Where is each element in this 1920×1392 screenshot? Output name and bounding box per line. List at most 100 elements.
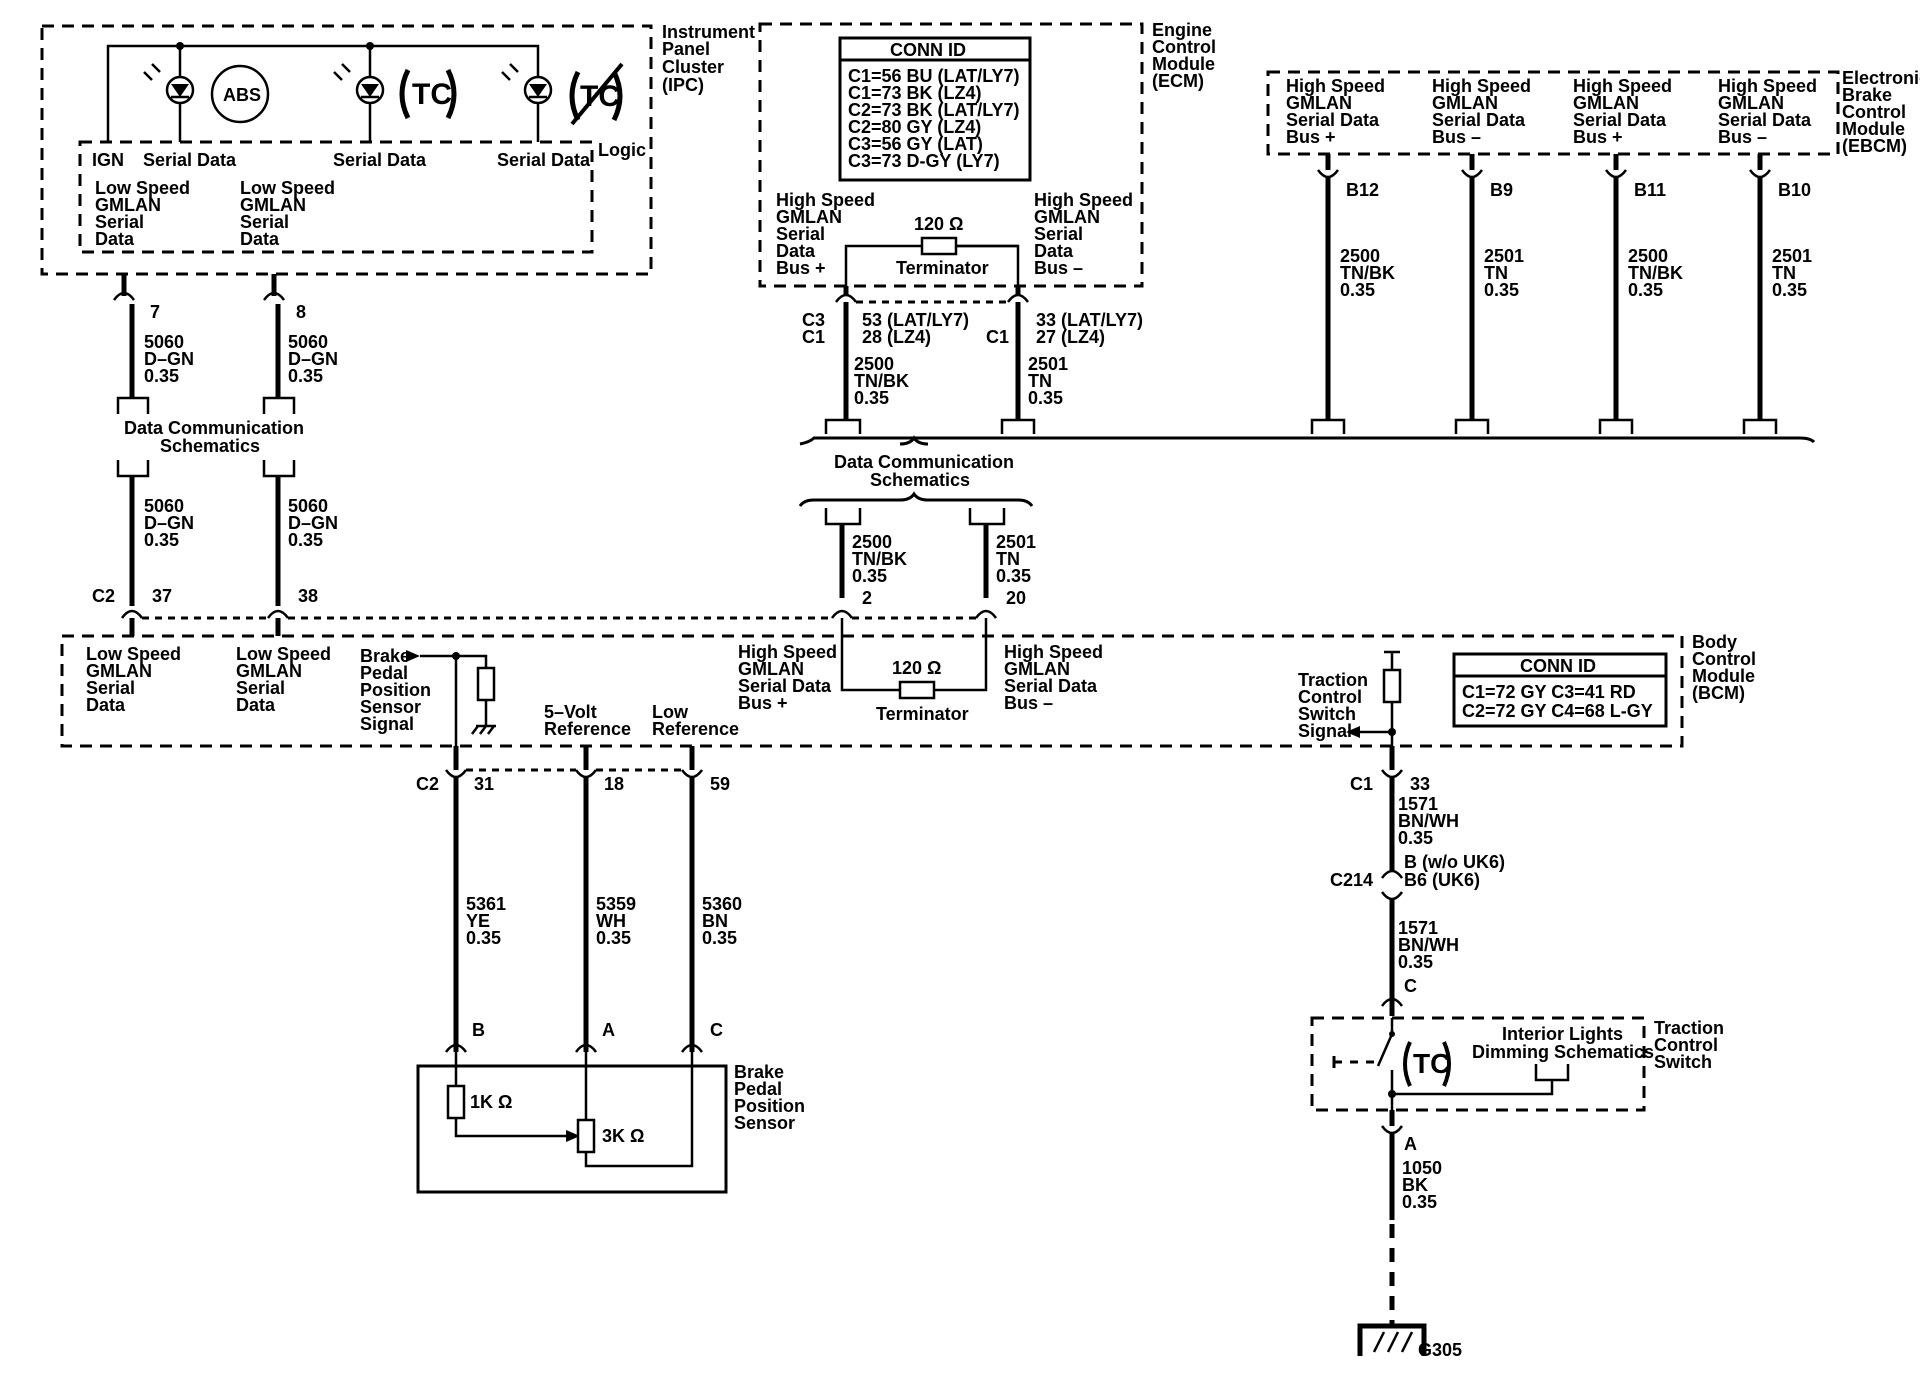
bpps-w1-color: YE bbox=[466, 911, 490, 931]
bcm-ls1-3: Serial bbox=[86, 678, 135, 698]
tcsw-name-2: Control bbox=[1654, 1035, 1718, 1055]
ebcm-name-5: (EBCM) bbox=[1842, 136, 1907, 156]
ecm-conn-5: C3=56 GY (LAT) bbox=[848, 134, 983, 154]
ecm-conn-4: C2=80 GY (LZ4) bbox=[848, 117, 981, 137]
ebcm-bus3-1: High Speed bbox=[1573, 76, 1672, 96]
ipc-w3-size: 0.35 bbox=[144, 530, 179, 550]
bcm-brake-3: Position bbox=[360, 680, 431, 700]
ipc-pin-serial-1: Serial Data bbox=[143, 150, 237, 170]
ipc-name-1: Instrument bbox=[662, 22, 755, 42]
ipc-w3-color: D–GN bbox=[144, 513, 194, 533]
schem-ref-2-line-1: Data Communication bbox=[834, 452, 1014, 472]
ebcm-bus3-3: Serial Data bbox=[1573, 110, 1667, 130]
bcm-brake-4: Sensor bbox=[360, 697, 421, 717]
bcm-pin-2: 2 bbox=[862, 588, 872, 608]
bcm-hsm-1: High Speed bbox=[1004, 642, 1103, 662]
ebcm-w3-color: TN/BK bbox=[1628, 263, 1683, 283]
ecm-name-3: Module bbox=[1152, 54, 1215, 74]
ecm-pin-minus-1: 33 (LAT/LY7) bbox=[1036, 310, 1143, 330]
ebcm-w4-size: 0.35 bbox=[1772, 280, 1807, 300]
bpps-w2-color: WH bbox=[596, 911, 626, 931]
ebcm-bus4-1: High Speed bbox=[1718, 76, 1817, 96]
bpps-r1: 1K Ω bbox=[470, 1092, 512, 1112]
bcm-conn-1: C1=72 GY C3=41 RD bbox=[1462, 682, 1636, 702]
tcsw-dim-2: Dimming Schematics bbox=[1472, 1042, 1654, 1062]
ipc-name-2: Panel bbox=[662, 39, 710, 59]
ecm-term-value: 120 Ω bbox=[914, 214, 963, 234]
bpps-w2-size: 0.35 bbox=[596, 928, 631, 948]
bpps-name-1: Brake bbox=[734, 1062, 784, 1082]
bcm-brake-5: Signal bbox=[360, 714, 414, 734]
ebcm-w1-size: 0.35 bbox=[1340, 280, 1375, 300]
bcm-hs1-color: TN/BK bbox=[852, 549, 907, 569]
ipc-ls1-3: Serial bbox=[95, 212, 144, 232]
tcs-w1-size: 0.35 bbox=[1398, 828, 1433, 848]
tcs-w1-circ: 1571 bbox=[1398, 794, 1438, 814]
tcs-w2-color: BN/WH bbox=[1398, 935, 1459, 955]
tc-off-lamp-icon: TC bbox=[501, 62, 624, 126]
tcs-pin-a: A bbox=[1404, 1134, 1417, 1154]
bcm-hsp-4: Bus + bbox=[738, 693, 788, 713]
ipc-ls2-1: Low Speed bbox=[240, 178, 335, 198]
ebcm-bus2-2: GMLAN bbox=[1432, 93, 1498, 113]
ecm-wm-color: TN bbox=[1028, 371, 1052, 391]
bcm-term-value: 120 Ω bbox=[892, 658, 941, 678]
bcm-c2-bottom-label: C2 bbox=[416, 774, 439, 794]
schem-ref-1-line-2: Schematics bbox=[160, 436, 260, 456]
abs-lamp-icon: ABS bbox=[143, 63, 270, 124]
bcm-hs1-size: 0.35 bbox=[852, 566, 887, 586]
tcs-w1-color: BN/WH bbox=[1398, 811, 1459, 831]
bcm-hsp-2: GMLAN bbox=[738, 659, 804, 679]
bpps-pin-a: A bbox=[602, 1020, 615, 1040]
ecm-wp-size: 0.35 bbox=[854, 388, 889, 408]
bpps-w3-size: 0.35 bbox=[702, 928, 737, 948]
ecm-hsp-4: Data bbox=[776, 241, 816, 261]
ecm-hsm-2: GMLAN bbox=[1034, 207, 1100, 227]
ecm-conn-6: C3=73 D-GY (LY7) bbox=[848, 151, 1000, 171]
bpps-name-3: Position bbox=[734, 1096, 805, 1116]
ipc-pin-ign: IGN bbox=[92, 150, 124, 170]
bcm-c2-top-label: C2 bbox=[92, 586, 115, 606]
ipc-w1-color: D–GN bbox=[144, 349, 194, 369]
bpps-w1-size: 0.35 bbox=[466, 928, 501, 948]
ipc-logic-label: Logic bbox=[598, 140, 646, 160]
ebcm-w2-color: TN bbox=[1484, 263, 1508, 283]
ipc-pin-serial-2: Serial Data bbox=[333, 150, 427, 170]
gnd-w-circ: 1050 bbox=[1402, 1158, 1442, 1178]
tcsw-dim-1: Interior Lights bbox=[1502, 1024, 1623, 1044]
ipc-ls1-1: Low Speed bbox=[95, 178, 190, 198]
bcm-lowref-1: Low bbox=[652, 702, 689, 722]
bcm-pin-18: 18 bbox=[604, 774, 624, 794]
ebcm-name-3: Control bbox=[1842, 102, 1906, 122]
ecm-name-1: Engine bbox=[1152, 20, 1212, 40]
tcs-pin-c: C bbox=[1404, 976, 1417, 996]
bcm-name-3: Module bbox=[1692, 666, 1755, 686]
ecm-name-2: Control bbox=[1152, 37, 1216, 57]
schem-ref-1-line-1: Data Communication bbox=[124, 418, 304, 438]
ecm-name-4: (ECM) bbox=[1152, 71, 1204, 91]
ipc-w2-color: D–GN bbox=[288, 349, 338, 369]
ecm-conn-3: C2=73 BK (LAT/LY7) bbox=[848, 100, 1020, 120]
ebcm-bus3-4: Bus + bbox=[1573, 127, 1623, 147]
ecm-module: Engine Control Module (ECM) CONN ID C1=5… bbox=[758, 20, 1216, 420]
ipc-module: Instrument Panel Cluster (IPC) Logic ABS… bbox=[40, 22, 755, 276]
bcm-tcs-4: Signal bbox=[1298, 721, 1352, 741]
tcs-w2-size: 0.35 bbox=[1398, 952, 1433, 972]
ebcm-module: Electronic Brake Control Module (EBCM) H… bbox=[1266, 68, 1920, 420]
ebcm-wire-4 bbox=[1748, 154, 1772, 420]
bcm-conn-title: CONN ID bbox=[1520, 656, 1596, 676]
bpps-name-4: Sensor bbox=[734, 1113, 795, 1133]
ecm-wm-circ: 2501 bbox=[1028, 354, 1068, 374]
bcm-name-2: Control bbox=[1692, 649, 1756, 669]
bcm-brake-1: Brake bbox=[360, 646, 410, 666]
ebcm-w2-circ: 2501 bbox=[1484, 246, 1524, 266]
bcm-name-4: (BCM) bbox=[1692, 683, 1745, 703]
bpps-w3-color: BN bbox=[702, 911, 728, 931]
ebcm-bus2-4: Bus – bbox=[1432, 127, 1481, 147]
ebcm-bus1-3: Serial Data bbox=[1286, 110, 1380, 130]
ipc-w4-size: 0.35 bbox=[288, 530, 323, 550]
bcm-term-label: Terminator bbox=[876, 704, 969, 724]
ipc-w1-size: 0.35 bbox=[144, 366, 179, 386]
ground-label: G305 bbox=[1418, 1340, 1462, 1360]
